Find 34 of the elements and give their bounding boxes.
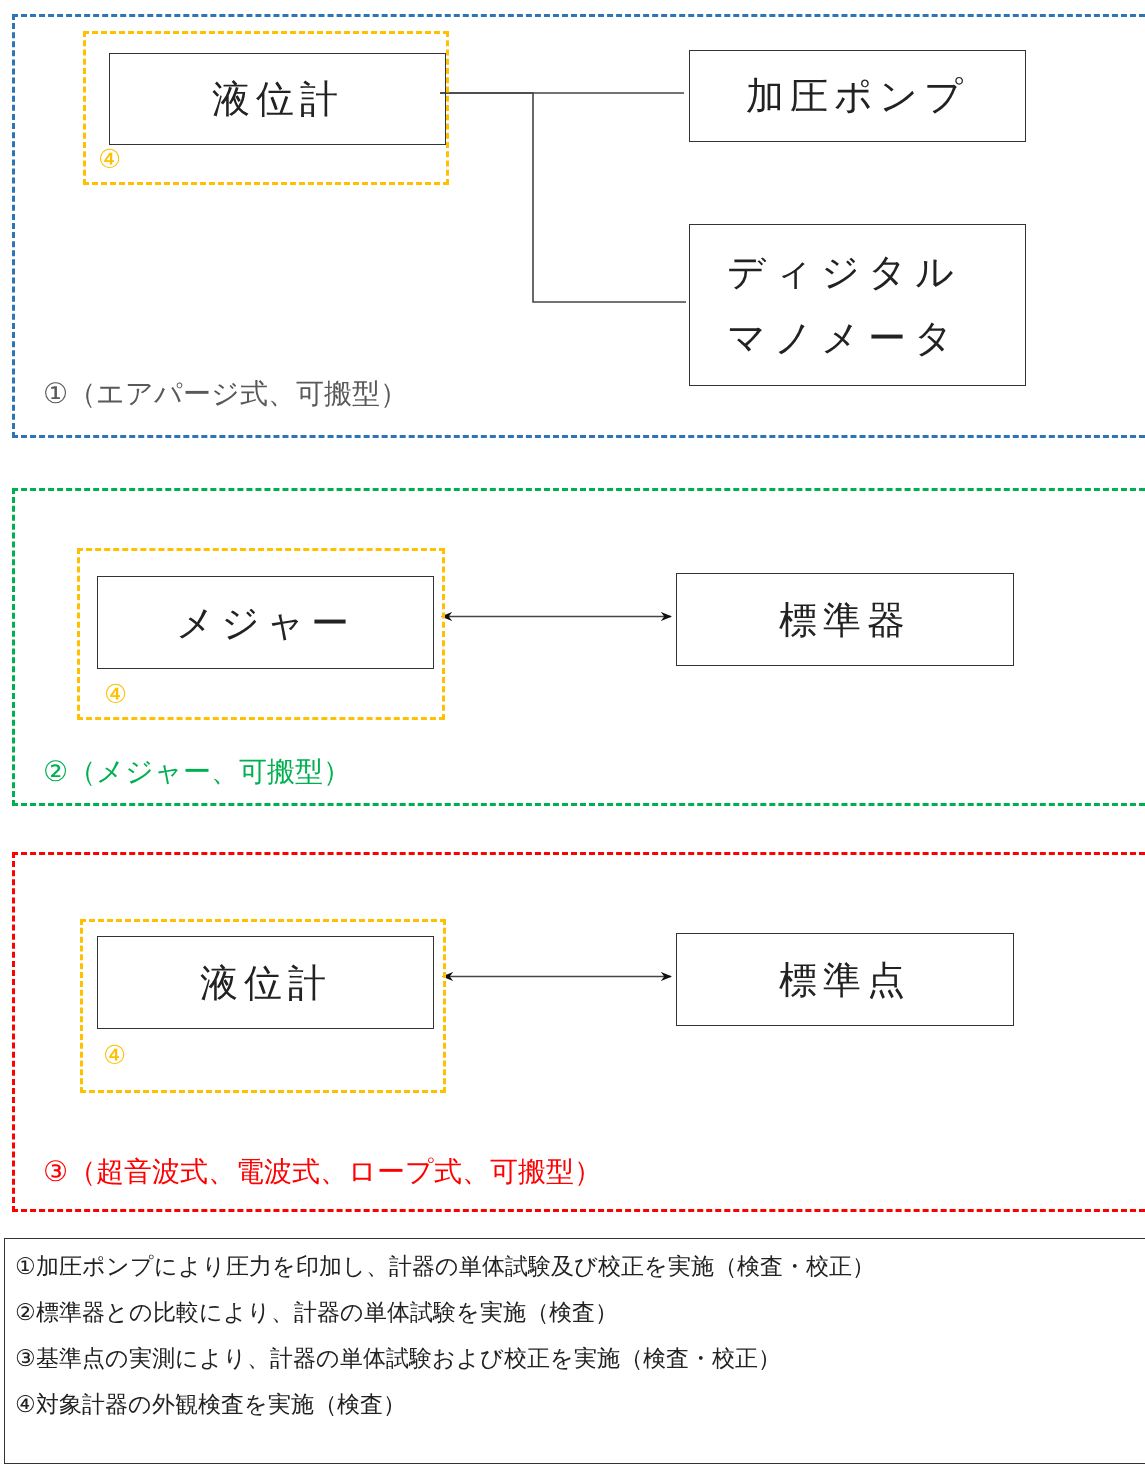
- process-box: [97, 576, 434, 669]
- process-box: [689, 224, 1026, 386]
- dashed-box: [77, 548, 445, 720]
- circled-number: ④: [103, 1040, 127, 1070]
- region-heading: ③（超音波式、電波式、ロープ式、可搬型）: [43, 1154, 603, 1190]
- notes-box: [4, 1238, 1145, 1464]
- region-heading: ②（メジャー、可搬型）: [43, 754, 352, 790]
- box-label: 液位計: [211, 76, 344, 123]
- process-box: [676, 933, 1014, 1026]
- process-box: [689, 50, 1026, 142]
- process-box: [97, 936, 434, 1029]
- process-box: [109, 53, 446, 145]
- note-text: ②標準器との比較により、計器の単体試験を実施（検査）: [15, 1298, 618, 1327]
- dashed-region: [12, 488, 1145, 806]
- circled-number: ④: [98, 144, 122, 174]
- box-label: 標準点: [779, 956, 911, 1004]
- note-text: ④対象計器の外観検査を実施（検査）: [15, 1390, 406, 1419]
- dashed-box: [83, 31, 449, 185]
- process-box: [676, 573, 1014, 666]
- double-arrow: [440, 612, 673, 621]
- box-label: ディジタルマノメータ: [726, 249, 963, 362]
- note-text: ①加圧ポンプにより圧力を印加し、計器の単体試験及び校正を実施（検査・校正）: [15, 1252, 875, 1281]
- box-label: 加圧ポンプ: [746, 73, 969, 120]
- box-label: 標準器: [779, 596, 911, 644]
- dashed-box: [80, 919, 446, 1093]
- dashed-region: [12, 14, 1145, 438]
- region-heading: ①（エアパージ式、可搬型）: [43, 376, 409, 412]
- box-label: 液位計: [199, 959, 332, 1007]
- connector-line: [439, 92, 687, 303]
- dashed-region: [12, 852, 1145, 1212]
- circled-number: ④: [104, 679, 128, 709]
- double-arrow: [441, 972, 673, 981]
- box-label: メジャー: [176, 599, 355, 647]
- note-text: ③基準点の実測により、計器の単体試験および校正を実施（検査・校正）: [15, 1344, 781, 1373]
